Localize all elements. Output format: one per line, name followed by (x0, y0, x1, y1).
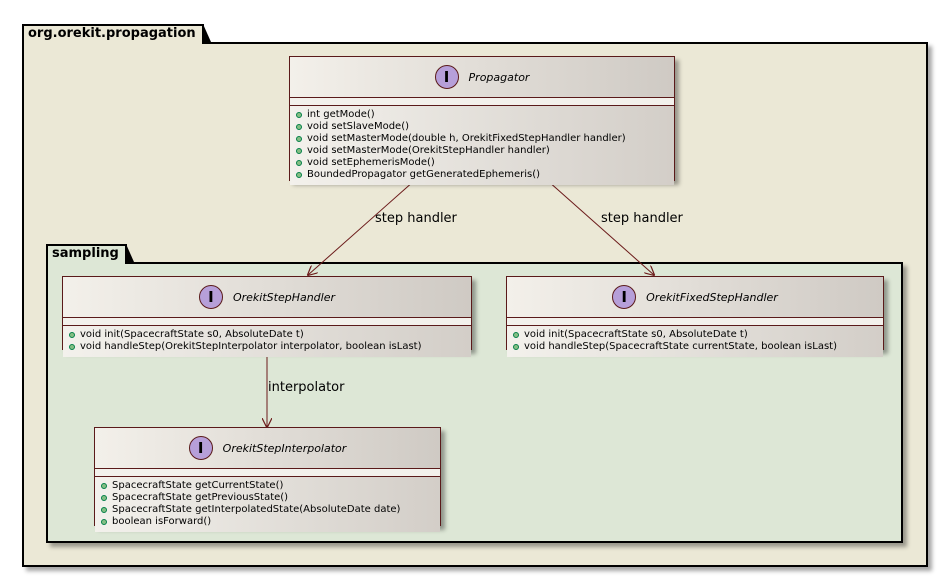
method-signature: void handleStep(OrekitStepInterpolator i… (80, 341, 422, 352)
interface-icon: I (198, 285, 223, 309)
edge-label-left-step-handler: step handler (375, 211, 457, 226)
method-row: void handleStep(SpacecraftState currentS… (513, 341, 877, 353)
public-method-icon (101, 483, 107, 489)
class-header: I OrekitFixedStepHandler (507, 277, 883, 318)
public-method-icon (296, 124, 302, 130)
method-row: void init(SpacecraftState s0, AbsoluteDa… (69, 329, 465, 341)
class-orekit-fixed-step-handler[interactable]: I OrekitFixedStepHandler void init(Space… (506, 276, 884, 357)
attributes-compartment (95, 469, 440, 477)
method-row: BoundedPropagator getGeneratedEphemeris(… (296, 169, 668, 181)
method-row: SpacecraftState getInterpolatedState(Abs… (101, 504, 434, 516)
method-row: void init(SpacecraftState s0, AbsoluteDa… (513, 329, 877, 341)
public-method-icon (296, 148, 302, 154)
method-signature: void init(SpacecraftState s0, AbsoluteDa… (80, 329, 304, 340)
method-row: void setSlaveMode() (296, 121, 668, 133)
class-propagator[interactable]: I Propagator int getMode() void setSlave… (289, 56, 675, 185)
public-method-icon (296, 172, 302, 178)
method-signature: void init(SpacecraftState s0, AbsoluteDa… (524, 329, 748, 340)
method-signature: int getMode() (307, 109, 375, 120)
public-method-icon (101, 507, 107, 513)
method-signature: void setEphemerisMode() (307, 157, 435, 168)
method-row: void handleStep(OrekitStepInterpolator i… (69, 341, 465, 353)
class-header: I OrekitStepHandler (63, 277, 471, 318)
class-name: Propagator (468, 70, 530, 84)
methods-compartment: SpacecraftState getCurrentState() Spacec… (95, 477, 440, 532)
method-row: void setEphemerisMode() (296, 157, 668, 169)
method-signature: SpacecraftState getInterpolatedState(Abs… (112, 504, 401, 515)
class-header: I Propagator (290, 57, 674, 98)
interface-icon: I (434, 65, 459, 89)
method-signature: void handleStep(SpacecraftState currentS… (524, 341, 837, 352)
attributes-compartment (507, 318, 883, 326)
method-row: SpacecraftState getCurrentState() (101, 480, 434, 492)
method-signature: BoundedPropagator getGeneratedEphemeris(… (307, 169, 541, 180)
method-row: SpacecraftState getPreviousState() (101, 492, 434, 504)
edge-label-interpolator: interpolator (268, 380, 345, 395)
public-method-icon (296, 112, 302, 118)
class-orekit-step-handler[interactable]: I OrekitStepHandler void init(Spacecraft… (62, 276, 472, 357)
public-method-icon (513, 344, 519, 350)
class-orekit-step-interpolator[interactable]: I OrekitStepInterpolator SpacecraftState… (94, 427, 441, 532)
method-row: int getMode() (296, 109, 668, 121)
method-signature: boolean isForward() (112, 516, 212, 527)
method-row: void setMasterMode(double h, OrekitFixed… (296, 133, 668, 145)
class-header: I OrekitStepInterpolator (95, 428, 440, 469)
attributes-compartment (63, 318, 471, 326)
package-tab-sampling: sampling (46, 244, 134, 264)
method-signature: SpacecraftState getPreviousState() (112, 492, 289, 503)
method-row: void setMasterMode(OrekitStepHandler han… (296, 145, 668, 157)
method-signature: void setMasterMode(OrekitStepHandler han… (307, 145, 550, 156)
method-signature: void setSlaveMode() (307, 121, 409, 132)
public-method-icon (101, 495, 107, 501)
public-method-icon (101, 519, 107, 525)
public-method-icon (296, 136, 302, 142)
edge-propagator-to-step-handler (308, 180, 415, 275)
edge-label-right-step-handler: step handler (601, 211, 683, 226)
attributes-compartment (290, 98, 674, 106)
interface-icon: I (188, 436, 213, 460)
method-signature: SpacecraftState getCurrentState() (112, 480, 284, 491)
method-row: boolean isForward() (101, 516, 434, 528)
public-method-icon (69, 332, 75, 338)
package-tab-orekit-propagation: org.orekit.propagation (22, 24, 211, 44)
class-name: OrekitStepHandler (232, 290, 336, 304)
public-method-icon (69, 344, 75, 350)
edge-propagator-to-fixed-step-handler (547, 180, 654, 275)
method-signature: void setMasterMode(double h, OrekitFixed… (307, 133, 626, 144)
methods-compartment: void init(SpacecraftState s0, AbsoluteDa… (63, 326, 471, 357)
interface-icon: I (612, 285, 637, 309)
class-name: OrekitFixedStepHandler (646, 290, 778, 304)
public-method-icon (296, 160, 302, 166)
public-method-icon (513, 332, 519, 338)
class-name: OrekitStepInterpolator (222, 441, 347, 455)
methods-compartment: void init(SpacecraftState s0, AbsoluteDa… (507, 326, 883, 357)
methods-compartment: int getMode() void setSlaveMode() void s… (290, 106, 674, 185)
